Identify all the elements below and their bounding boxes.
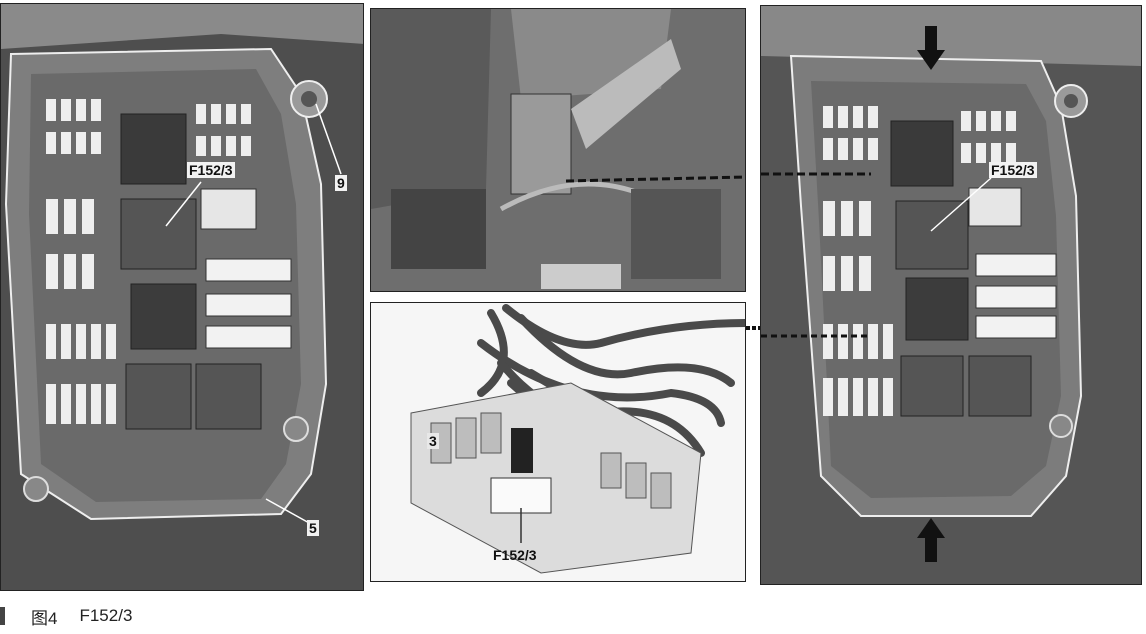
installed-location-photo [370,8,746,292]
fuse-box-drawing [1,4,363,590]
fuse-box-overview-photo: F152/3 9 5 [0,3,364,591]
fuse-box-cover-drawing [761,6,1141,584]
fuse-detail-drawing: 3 F152/3 [370,302,746,582]
fuse-grid-top-right [196,104,251,156]
caption-marker [0,607,5,625]
caption-text: F152/3 [79,606,133,625]
dashed-connector [746,326,766,330]
fuse-label-f152-3: F152/3 [187,162,235,178]
caption-number: 图4 [31,608,58,628]
fuse-box-cover-photo: F152/3 [760,5,1142,585]
fuse-label-f152-3-detail: F152/3 [493,547,537,563]
arrow-up-icon [917,518,945,562]
figure-caption: 图4 F152/3 [0,604,154,628]
arrow-down-icon [917,26,945,70]
fuse-label-f152-3-right: F152/3 [989,162,1037,178]
callout-3: 3 [427,433,439,449]
installed-location-drawing [371,9,745,291]
fuse-grid-left [46,99,116,424]
callout-9: 9 [335,175,347,191]
callout-5: 5 [307,520,319,536]
